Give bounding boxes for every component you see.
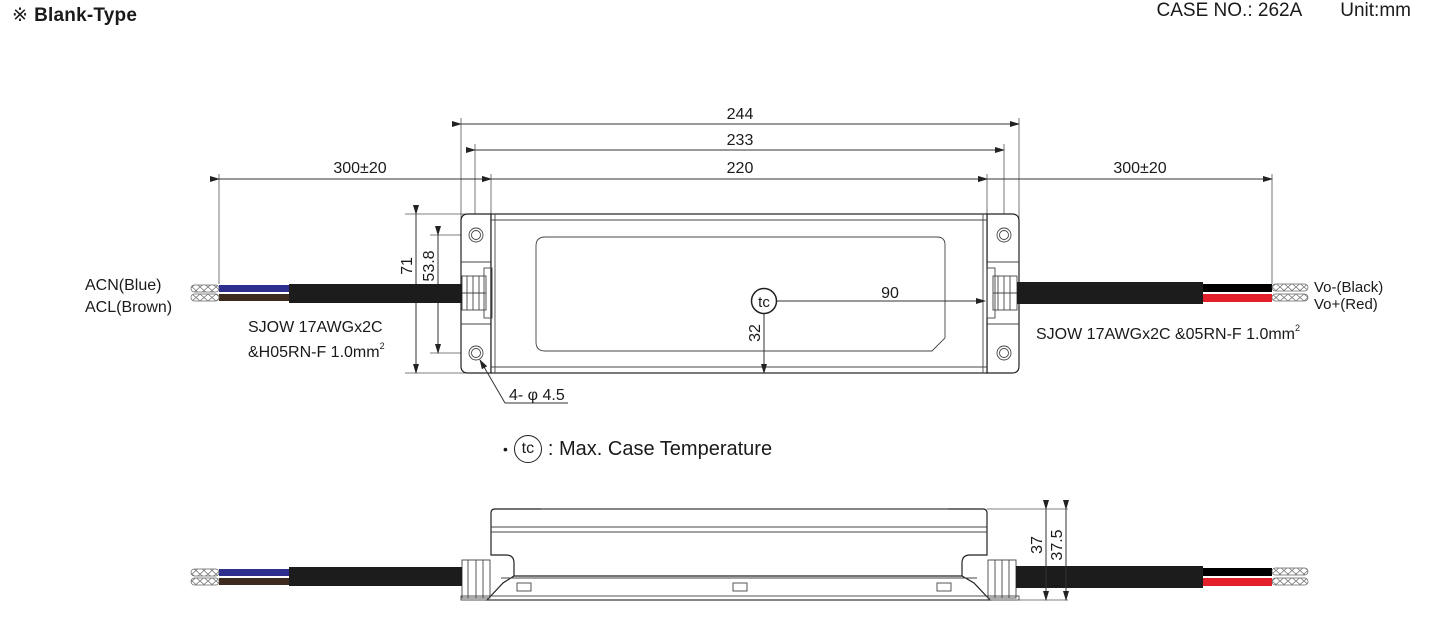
vo-minus-wire: [1203, 284, 1272, 292]
vent-slot: [732, 582, 748, 592]
dimension-output-cable: 300±20: [978, 160, 1273, 284]
drawing-meta: CASE NO.: 262A Unit:mm: [1119, 0, 1411, 22]
dim-220-label: 220: [727, 160, 754, 177]
legend-text: : Max. Case Temperature: [547, 437, 773, 460]
input-cable: [190, 284, 462, 303]
output-cable-jacket: [1017, 282, 1203, 304]
acn-label: ACN(Blue): [85, 277, 161, 294]
dim-90-label: 90: [881, 285, 899, 302]
dim-71-label: 71: [399, 257, 416, 275]
dim-37-label: 37: [1029, 536, 1046, 554]
dimension-37: 37: [987, 500, 1068, 601]
input-cable-jacket: [289, 284, 462, 303]
dim-input-cable-label: 300±20: [333, 160, 386, 177]
acn-wire: [219, 285, 289, 292]
input-cable-spec-1: SJOW 17AWGx2C: [248, 319, 383, 336]
dimension-37-5: 37.5: [1049, 500, 1069, 601]
dim-244-label: 244: [727, 106, 754, 123]
acl-label: ACL(Brown): [85, 299, 172, 316]
output-cable-spec: SJOW 17AWGx2C &05RN-F 1.0mm2: [1036, 323, 1300, 343]
vo-minus-label: Vo-(Black): [1314, 279, 1383, 296]
dim-233-label: 233: [727, 132, 754, 149]
left-mount-flange: [460, 213, 492, 374]
hole-callout-label: 4- φ 4.5: [509, 387, 565, 404]
tc-legend: • tc : Max. Case Temperature: [503, 435, 772, 463]
dimension-220: 220: [482, 160, 988, 214]
vo-plus-wire: [1203, 294, 1272, 302]
case-body-top: [490, 213, 988, 374]
acl-wire: [219, 294, 289, 301]
hole-callout: 4- φ 4.5: [479, 359, 568, 404]
tc-symbol-icon: tc: [513, 435, 542, 463]
dimension-244: 244: [452, 106, 1020, 228]
mount-hole-icon: [468, 345, 484, 361]
dim-37-5-label: 37.5: [1049, 529, 1066, 560]
case-number: CASE NO.: 262A: [1156, 0, 1303, 21]
label-recess: [535, 236, 946, 352]
tc-symbol-icon: [750, 287, 778, 315]
mount-hole-icon: [468, 227, 484, 243]
title-text: Blank-Type: [34, 5, 138, 26]
mount-hole-icon: [996, 345, 1012, 361]
svg-text:tc: tc: [758, 294, 770, 311]
input-cable-spec-2: &H05RN-F 1.0mm2: [248, 341, 385, 361]
drawing-title: ※Blank-Type: [12, 4, 137, 27]
dim-32-label: 32: [747, 324, 764, 342]
case-body-side: [490, 508, 988, 579]
input-cable-side: [289, 567, 462, 586]
vo-plus-label: Vo+(Red): [1314, 296, 1378, 313]
dim-output-cable-label: 300±20: [1113, 160, 1166, 177]
input-cable-gland: [461, 267, 493, 319]
tc-point: tc 90 32: [747, 285, 986, 374]
mount-hole-icon: [996, 227, 1012, 243]
dim-53-8-label: 53.8: [421, 250, 438, 281]
unit-label: Unit:mm: [1340, 0, 1411, 21]
bullet: •: [503, 441, 508, 457]
output-cable-side: [1016, 566, 1203, 588]
vent-slot: [936, 582, 952, 592]
vent-slot: [516, 582, 532, 592]
reference-mark-icon: ※: [12, 5, 29, 26]
dimension-input-cable: 300±20: [210, 160, 492, 284]
output-cable: [1017, 282, 1309, 304]
right-mount-flange: [986, 213, 1020, 374]
side-view: 37 37.5: [190, 500, 1309, 601]
top-view: 244 233 220 300±20 300±20: [85, 106, 1383, 404]
